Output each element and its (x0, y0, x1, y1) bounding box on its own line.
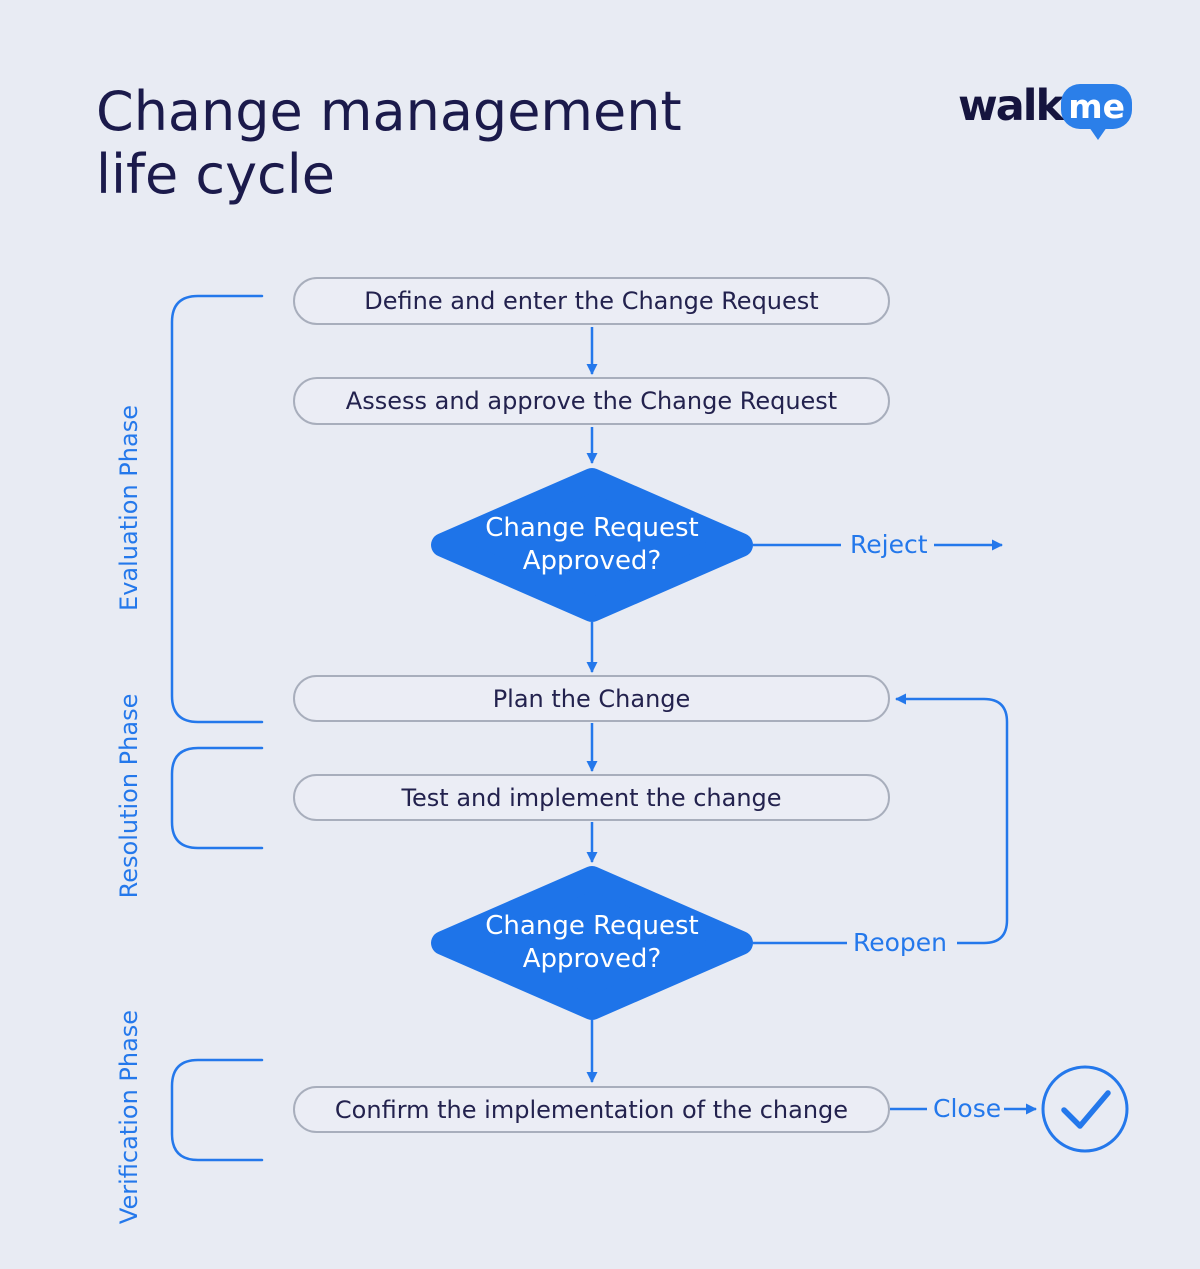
node-define-change-request: Define and enter the Change Request (293, 277, 890, 325)
decision-2-label: Change Request Approved? (485, 911, 699, 974)
page-title: Change management life cycle (96, 80, 682, 206)
node-define-label: Define and enter the Change Request (364, 287, 819, 315)
page-title-line-1: Change management (96, 80, 682, 143)
reopen-loop-arrow (895, 693, 1009, 945)
edge-label-reject: Reject (850, 530, 928, 559)
node-confirm-label: Confirm the implementation of the change (334, 1095, 849, 1124)
done-circle (1041, 1065, 1129, 1153)
edge-label-close: Close (933, 1094, 1002, 1123)
verification-phase-bracket (170, 1058, 264, 1162)
walkme-logo-me-bubble: me (1061, 84, 1133, 140)
node-assess-label: Assess and approve the Change Request (345, 387, 838, 415)
evaluation-phase-bracket (170, 294, 264, 724)
decision-1-diamond (431, 468, 753, 622)
node-plan-the-change: Plan the Change (293, 675, 890, 722)
node-plan-label: Plan the Change (492, 684, 691, 713)
page-title-line-2: life cycle (96, 143, 335, 206)
resolution-phase-bracket (170, 746, 264, 850)
node-confirm-implementation: Confirm the implementation of the change (293, 1086, 890, 1133)
phase-label-verification: Verification Phase (115, 1009, 143, 1225)
walkme-logo: walk me (958, 81, 1133, 140)
decision-2-diamond (431, 866, 753, 1020)
phase-label-resolution: Resolution Phase (115, 693, 143, 899)
decision-1-label: Change Request Approved? (485, 513, 699, 576)
walkme-logo-walk-text: walk (958, 81, 1064, 131)
edge-label-reopen: Reopen (853, 928, 948, 957)
node-assess-change-request: Assess and approve the Change Request (293, 377, 890, 425)
phase-label-evaluation: Evaluation Phase (115, 405, 143, 611)
node-test-and-implement: Test and implement the change (293, 774, 890, 821)
walkme-logo-me-text: me (1068, 87, 1125, 126)
checkmark-icon (1061, 1090, 1111, 1129)
node-test-label: Test and implement the change (401, 783, 782, 812)
